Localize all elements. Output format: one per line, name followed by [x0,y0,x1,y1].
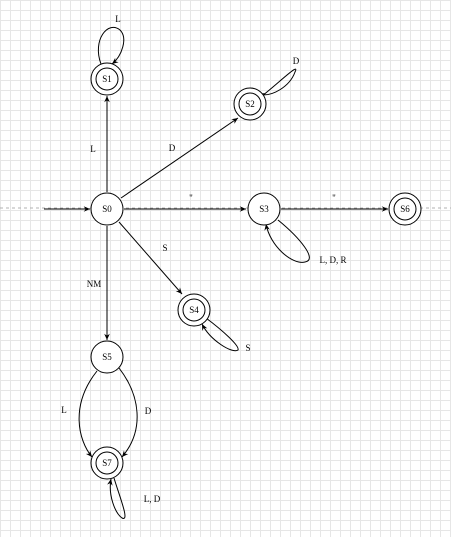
label-s3-s3: L, D, R [320,255,347,265]
edge-s4-s4 [201,317,239,352]
state-s4-label: S4 [189,305,199,315]
label-s3-s6: " [332,193,336,203]
edge-s1-s1 [97,26,125,65]
state-s6-label: S6 [400,204,410,214]
edge-s5-s7-right [118,367,138,458]
edge-s3-s3 [264,219,310,263]
state-s2-label: S2 [245,99,255,109]
edge-s5-s7-left [78,370,98,458]
label-s0-s1: L [90,144,96,154]
state-s2: S2 [233,87,267,121]
edge-s0-s2 [120,117,239,199]
state-s1: S1 [90,62,124,96]
label-s5-s7-left: L [61,405,67,415]
label-s4-s4: S [245,343,250,353]
edge-s7-s7 [107,477,126,519]
state-s7: S7 [90,446,124,480]
label-s0-s2: D [169,143,176,153]
state-s4: S4 [177,293,211,327]
state-s3-label: S3 [259,204,269,214]
label-s0-s4: S [162,243,167,253]
label-s5-s7-right: D [145,406,152,416]
state-s1-label: S1 [102,74,112,84]
label-s1-s1: L [115,14,121,24]
state-s6: S6 [388,192,422,226]
edge-s2-s2 [257,68,297,99]
state-s5-label: S5 [102,352,112,362]
edge-s0-s4 [118,221,183,295]
state-s5: S5 [90,340,124,374]
state-s0: S0 [90,192,124,226]
state-s0-label: S0 [102,204,112,214]
label-s7-s7: L, D [144,494,161,504]
label-s0-s3: " [189,193,193,203]
label-s2-s2: D [293,56,300,66]
state-s3: S3 [247,192,281,226]
label-s0-s5: NM [87,279,102,289]
state-s7-label: S7 [102,458,112,468]
